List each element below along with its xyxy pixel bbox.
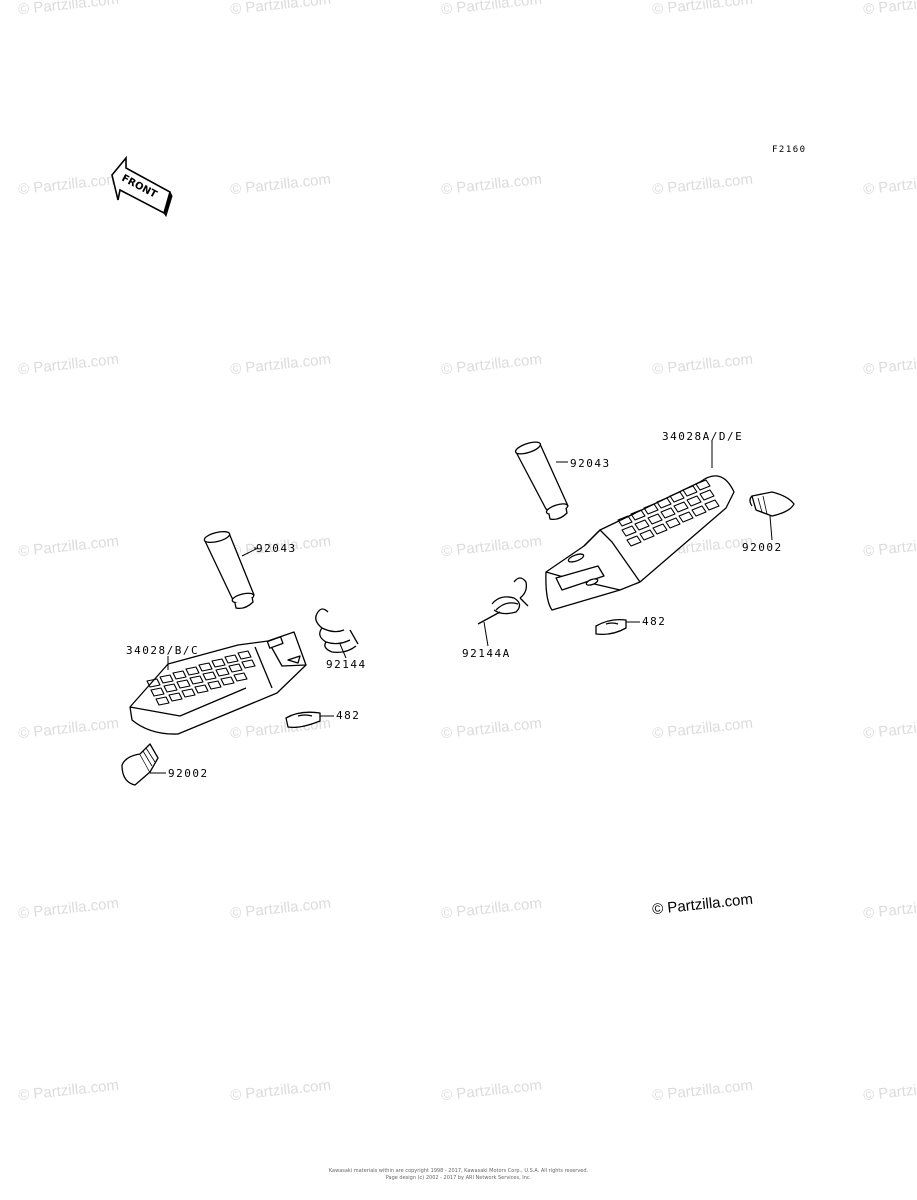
left-rubber-label: 92002 [168, 767, 209, 780]
left-pin-icon [203, 530, 255, 610]
right-spring-label: 92144A [462, 647, 511, 660]
right-spring-icon [477, 577, 529, 625]
left-spring-icon [315, 608, 359, 654]
left-washer-label: 482 [336, 709, 360, 722]
right-pin-icon [514, 441, 569, 521]
right-assembly [477, 440, 795, 647]
right-rubber-label: 92002 [742, 541, 783, 554]
front-arrow-icon: FRONT [111, 155, 173, 218]
right-washer-label: 482 [642, 615, 666, 628]
right-pin-label: 92043 [570, 457, 611, 470]
left-spring-label: 92144 [326, 658, 367, 671]
right-rubber-icon [749, 491, 795, 517]
right-footpeg-label: 34028A/D/E [662, 430, 743, 443]
left-pin-label: 92043 [256, 542, 297, 555]
left-footpeg-icon [129, 631, 307, 735]
left-assembly [121, 530, 359, 786]
footer-page-design: Page design (c) 2002 - 2017 by ARI Netwo… [385, 1175, 532, 1181]
right-footpeg-icon [545, 475, 735, 611]
left-washer-icon [285, 711, 321, 729]
left-footpeg-label: 34028/B/C [126, 644, 199, 657]
footer-copyright: Kawasaki materials within are copyright … [328, 1168, 589, 1174]
figure-code: F2160 [772, 145, 807, 155]
left-rubber-icon [121, 743, 159, 786]
right-washer-icon [595, 618, 627, 636]
